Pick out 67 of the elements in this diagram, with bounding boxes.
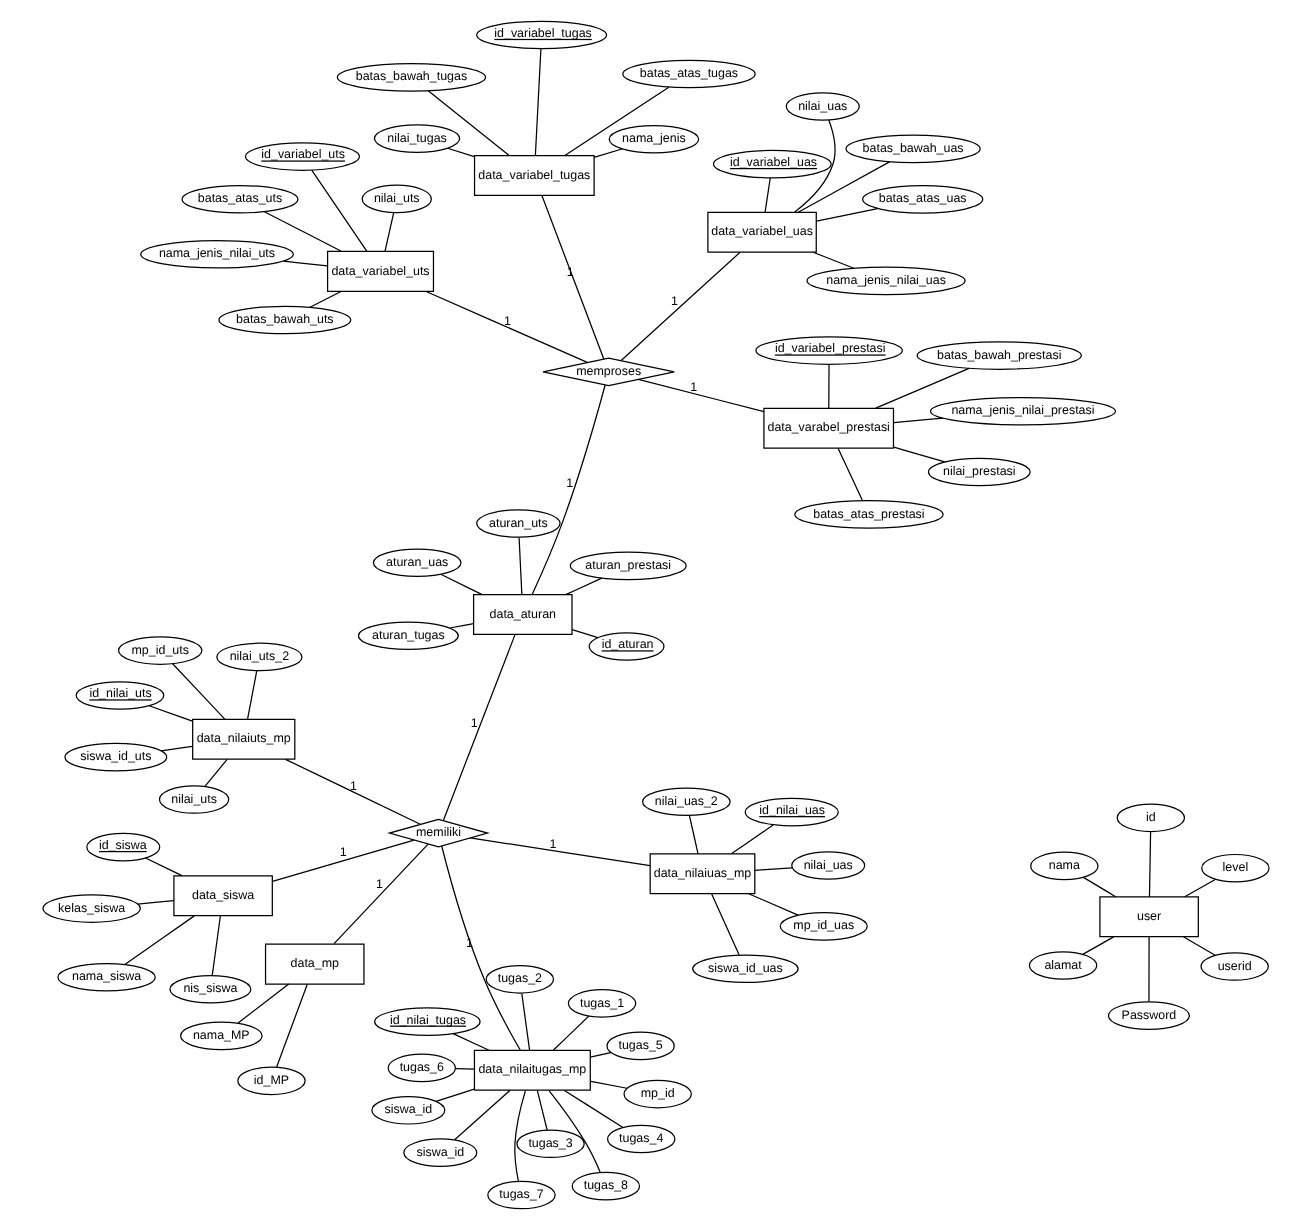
connector	[893, 417, 944, 424]
connector	[541, 195, 605, 360]
connector	[565, 577, 603, 596]
connector	[521, 992, 531, 1051]
connector	[1148, 831, 1152, 898]
connector	[812, 251, 855, 269]
connector	[548, 1090, 601, 1174]
connector	[593, 148, 623, 159]
connector	[452, 1033, 490, 1051]
connector	[710, 893, 740, 956]
connector	[211, 915, 221, 976]
connector	[469, 837, 651, 867]
connector	[263, 211, 342, 252]
connector	[309, 290, 342, 308]
connector	[441, 845, 521, 1051]
connector	[425, 290, 588, 363]
connector	[247, 669, 258, 720]
connector	[1082, 876, 1117, 898]
connector	[1082, 936, 1115, 955]
connector	[552, 1015, 590, 1051]
connector	[794, 119, 836, 213]
connector	[282, 260, 329, 267]
connector	[748, 893, 799, 916]
connector	[571, 629, 599, 639]
connector	[534, 48, 542, 157]
connector	[271, 839, 415, 882]
connector	[447, 147, 475, 158]
connector	[276, 983, 308, 1068]
connector	[563, 1089, 624, 1129]
connector	[442, 634, 516, 822]
connector	[536, 1089, 548, 1131]
connector	[440, 573, 483, 595]
connector	[160, 745, 194, 752]
connector	[333, 843, 429, 945]
connector	[435, 1088, 475, 1102]
connector	[531, 384, 606, 596]
connector	[449, 623, 475, 629]
connector	[754, 867, 793, 871]
connector	[764, 177, 771, 213]
connector	[815, 208, 879, 222]
connector	[518, 537, 523, 595]
connector	[1184, 878, 1217, 898]
connector	[590, 1080, 628, 1089]
connector	[688, 814, 699, 855]
connector	[828, 364, 830, 409]
connector	[1182, 936, 1216, 956]
connector	[837, 447, 864, 502]
connector	[427, 90, 510, 156]
connector	[620, 251, 741, 362]
connector	[204, 758, 228, 787]
connector	[124, 915, 195, 966]
connector	[144, 857, 183, 877]
connector	[137, 899, 175, 905]
connector	[1148, 936, 1150, 1003]
connector	[731, 824, 774, 855]
connector	[589, 1052, 612, 1058]
connector	[454, 1089, 511, 1141]
connector	[311, 169, 368, 252]
connector	[148, 705, 193, 722]
connector	[455, 1068, 475, 1070]
connector	[172, 663, 226, 720]
connector	[384, 212, 395, 252]
connector	[637, 378, 765, 413]
connector	[564, 86, 670, 157]
connector	[284, 758, 421, 825]
connector	[514, 1090, 527, 1182]
connector	[893, 446, 946, 463]
